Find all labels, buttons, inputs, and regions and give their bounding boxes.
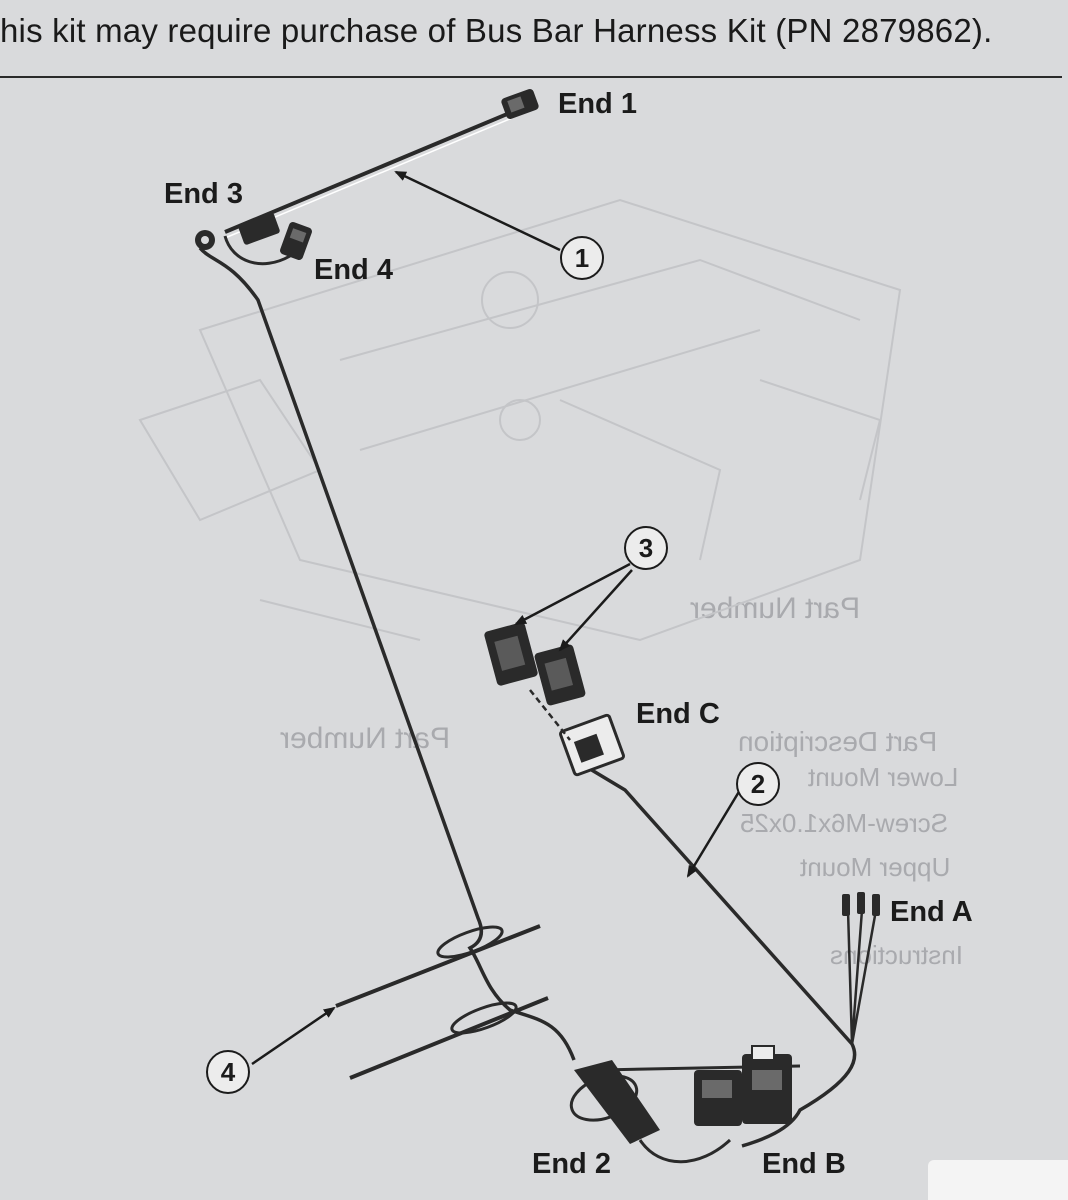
corner-sticker bbox=[928, 1160, 1068, 1200]
end1-connector bbox=[501, 88, 539, 120]
end4-connector bbox=[280, 222, 312, 260]
label-end-b: End B bbox=[762, 1148, 846, 1180]
label-end-2: End 2 bbox=[532, 1148, 611, 1180]
leader-2 bbox=[686, 789, 742, 878]
callout-2: 2 bbox=[736, 762, 780, 806]
main-trunk-wire bbox=[198, 246, 576, 1061]
label-end-c: End C bbox=[636, 698, 720, 730]
end3-connector bbox=[195, 212, 280, 250]
label-end-1: End 1 bbox=[558, 88, 637, 120]
header-divider bbox=[0, 76, 1062, 78]
lower-connector-cluster bbox=[569, 1045, 801, 1164]
callout-1: 1 bbox=[560, 236, 604, 280]
leader-arrows bbox=[251, 170, 742, 1066]
leader-3a bbox=[514, 562, 631, 626]
label-end-a: End A bbox=[890, 896, 973, 928]
leader-1 bbox=[394, 170, 561, 252]
label-end-4: End 4 bbox=[314, 254, 393, 286]
leader-3b bbox=[558, 569, 633, 652]
leader-4 bbox=[251, 1006, 336, 1066]
background-assembly-drawing bbox=[138, 198, 902, 642]
kit-requirement-caption: his kit may require purchase of Bus Bar … bbox=[0, 12, 993, 49]
cable-ties bbox=[335, 924, 549, 1080]
relay-pair bbox=[484, 622, 586, 741]
harness-2-wire bbox=[574, 758, 857, 1148]
label-end-3: End 3 bbox=[164, 178, 243, 210]
harness-1 bbox=[223, 110, 513, 266]
callout-4: 4 bbox=[206, 1050, 250, 1094]
endC-connector bbox=[559, 713, 625, 777]
endA-terminals bbox=[842, 892, 880, 916]
callout-3: 3 bbox=[624, 526, 668, 570]
